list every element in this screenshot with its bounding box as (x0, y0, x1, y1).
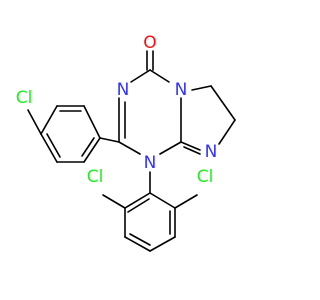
atom-nitrogen-aryl: N (144, 153, 157, 173)
atom-chlorine-ortho-right: Cl (197, 167, 214, 187)
atom-oxygen: O (143, 33, 156, 53)
bond-c7-c6 (210, 85, 236, 121)
bond-d2-cl (102, 194, 126, 209)
bond-d6-cl (174, 194, 198, 209)
bond-c8a-n8-inner (183, 146, 201, 155)
atom-chlorine-para: Cl (16, 88, 33, 108)
bond-d1-d2-inner (127, 198, 150, 213)
bond-d4-d5 (149, 236, 176, 252)
bond-c6-n5 (191, 85, 212, 91)
bond-c2-aryl (99, 137, 120, 143)
bond-p3-p4 (40, 105, 58, 135)
atom-chlorine-ortho-left: Cl (87, 167, 104, 187)
atom-nitrogen-amide: N (175, 80, 188, 100)
bond-c4-n5 (149, 69, 170, 83)
atom-labels: O N N N N Cl Cl Cl (16, 33, 218, 187)
bond-n1-c8a (159, 141, 182, 155)
bond-p4-cl (27, 109, 42, 135)
bond-p1-p2 (83, 105, 101, 139)
atom-nitrogen-imine-exo: N (205, 142, 218, 162)
bond-p4-p5 (40, 133, 58, 163)
molecule-structure: O N N N N Cl Cl Cl (16, 33, 236, 252)
bond-p6-p1-inner (81, 137, 95, 157)
bond-c2-n1 (118, 141, 141, 155)
bond-d3-d4-inner (129, 233, 151, 246)
bond-p4-p5-inner (46, 133, 61, 158)
bond-d6-d1 (149, 192, 176, 209)
atom-nitrogen-imine-ring: N (117, 80, 130, 100)
bonds (27, 50, 236, 252)
bond-p6-p1 (83, 137, 101, 163)
bond-c4-n3 (130, 69, 151, 83)
bond-c8a-n8-outer (180, 141, 201, 151)
bond-d3-d4 (124, 236, 151, 252)
bond-n8-c7 (218, 119, 236, 145)
bond-d1-d2 (124, 192, 151, 209)
